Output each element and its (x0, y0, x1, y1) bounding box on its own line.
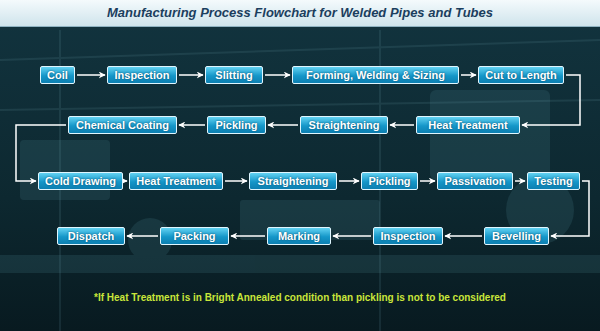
process-label: Coil (47, 68, 68, 82)
process-label: Pickling (215, 118, 257, 132)
flow-arrow (179, 74, 203, 76)
flow-arrow (231, 235, 265, 237)
flow-arrow (445, 235, 482, 237)
chart-title: Manufacturing Process Flowchart for Weld… (0, 0, 600, 26)
process-box: Passivation (437, 172, 513, 190)
process-label: Cold Drawing (45, 174, 116, 188)
process-box: Pickling (361, 172, 418, 190)
process-box: Dispatch (57, 227, 125, 245)
title-banner: Manufacturing Process Flowchart for Weld… (0, 0, 600, 27)
process-label: Inspection (114, 68, 169, 82)
process-box: Marking (267, 227, 331, 245)
process-box: Heat Treatment (129, 172, 223, 190)
flow-arrow (339, 180, 359, 182)
flow-arrow (461, 74, 476, 76)
process-label: Dispatch (68, 229, 114, 243)
process-box: Slitting (205, 66, 263, 84)
flow-arrow (333, 235, 371, 237)
process-box: Chemical Coating (68, 116, 177, 134)
process-label: Heat Treatment (136, 174, 215, 188)
process-box: Pickling (207, 116, 266, 134)
flow-arrow (390, 124, 414, 126)
process-label: Marking (278, 229, 320, 243)
process-box: Straightening (249, 172, 337, 190)
process-label: Slitting (215, 68, 252, 82)
process-box: Inspection (107, 66, 177, 84)
footnote: *If Heat Treatment is in Bright Annealed… (0, 292, 600, 303)
process-box: Coil (40, 66, 75, 84)
process-label: Passivation (444, 174, 505, 188)
flow-arrow (265, 74, 290, 76)
flow-arrow (420, 180, 435, 182)
process-label: Chemical Coating (76, 118, 169, 132)
process-label: Straightening (258, 174, 329, 188)
process-box: Straightening (300, 116, 388, 134)
process-box: Cut to Length (478, 66, 564, 84)
process-label: Inspection (380, 229, 435, 243)
process-label: Packing (173, 229, 215, 243)
process-box: Testing (527, 172, 580, 190)
flow-arrow (225, 180, 247, 182)
process-box: Bevelling (484, 227, 549, 245)
process-label: Bevelling (492, 229, 541, 243)
process-box: Packing (160, 227, 229, 245)
process-label: Straightening (309, 118, 380, 132)
flow-arrow (179, 124, 205, 126)
process-box: Heat Treatment (416, 116, 520, 134)
process-label: Testing (534, 174, 572, 188)
process-label: Heat Treatment (428, 118, 507, 132)
flow-arrow (515, 180, 525, 182)
process-box: Inspection (373, 227, 443, 245)
process-box: Cold Drawing (38, 172, 123, 190)
flow-arrow (125, 180, 127, 182)
flow-arrow (77, 74, 105, 76)
flow-arrow (268, 124, 298, 126)
process-label: Cut to Length (485, 68, 556, 82)
process-label: Pickling (368, 174, 410, 188)
flow-arrow (127, 235, 158, 237)
process-label: Forming, Welding & Sizing (306, 68, 445, 82)
process-box: Forming, Welding & Sizing (292, 66, 459, 84)
